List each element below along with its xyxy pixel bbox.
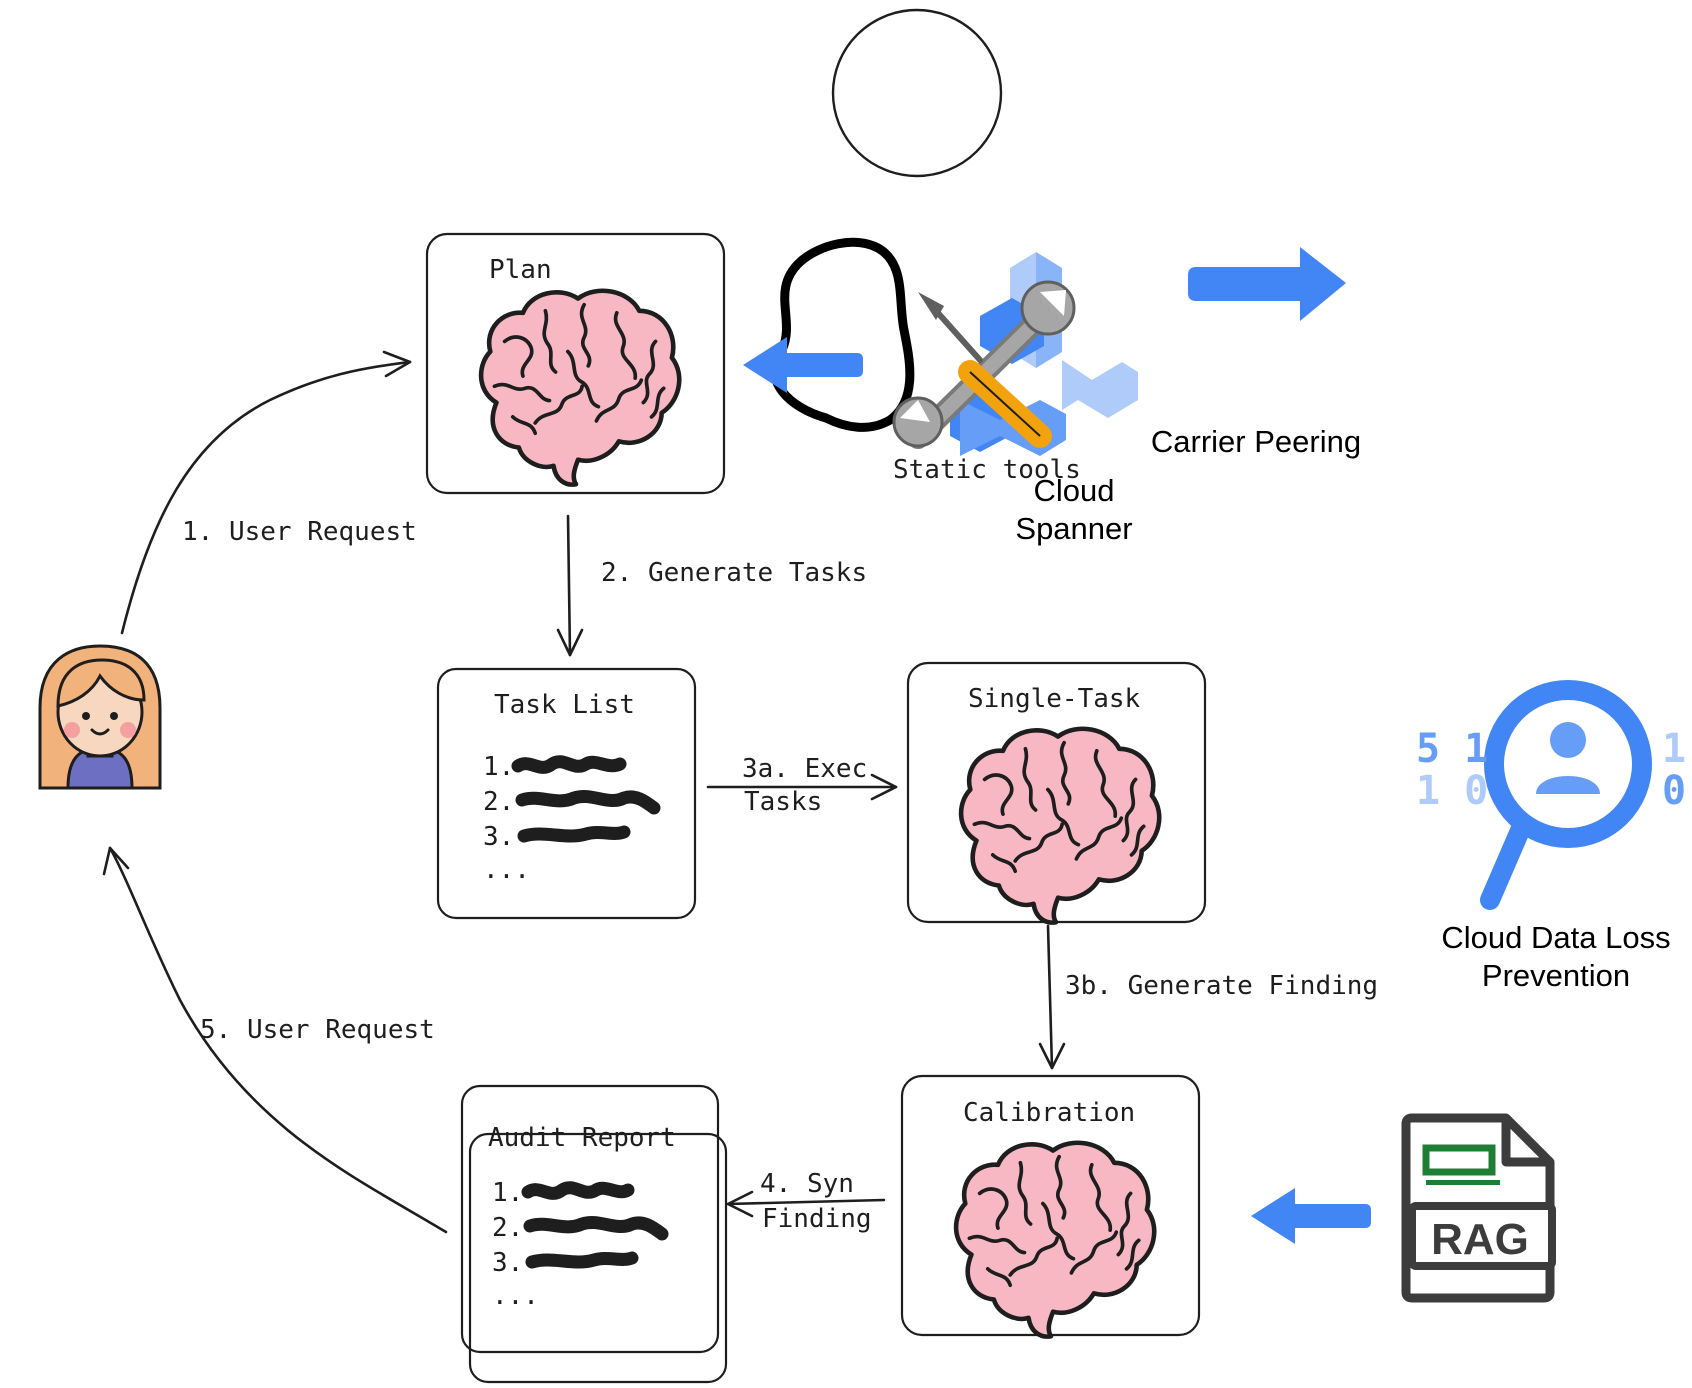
- label-user-request-1: 1. User Request: [182, 517, 417, 547]
- redacted-line: [523, 1216, 669, 1241]
- static-tools-label: Static tools: [893, 455, 1081, 485]
- decorative-circle: [831, 8, 1003, 178]
- list-number: 3.: [483, 822, 514, 852]
- label-syn-finding-line1: 4. Syn: [760, 1169, 854, 1199]
- label-exec-tasks-line1: 3a. Exec: [742, 754, 867, 784]
- dlp-label-line2: Prevention: [1482, 958, 1630, 993]
- arrow-calibration-to-audit-report: [726, 1198, 886, 1206]
- list-number: 3.: [492, 1248, 523, 1278]
- dlp-bits: 1: [1662, 726, 1686, 772]
- arrow-single-task-to-calibration: [1046, 924, 1054, 1070]
- blue-arrow-left-to-calibration: [1251, 1188, 1371, 1244]
- arrowhead: [382, 350, 412, 378]
- redacted-line: [511, 755, 627, 774]
- list-number: 1.: [483, 752, 514, 782]
- arrowhead: [1038, 1042, 1066, 1070]
- calibration-node: Calibration: [900, 1074, 1201, 1337]
- redacted-line: [521, 1181, 635, 1200]
- arrow-plan-to-task-list: [566, 514, 572, 657]
- arrowhead: [102, 846, 130, 876]
- carrier-peering-icon: [1188, 247, 1346, 321]
- audit-report-node: Audit Report 1. 2. 3. ...: [460, 1084, 728, 1384]
- task-list-title: Task List: [494, 690, 635, 720]
- label-exec-tasks-line2: Tasks: [744, 787, 822, 817]
- arrowhead: [556, 628, 584, 657]
- user-avatar: [38, 644, 162, 790]
- arrowhead: [870, 773, 898, 801]
- tools-icon: [892, 280, 1076, 449]
- arrow-user-to-plan: [120, 360, 412, 635]
- dlp-bits: 0: [1662, 768, 1686, 814]
- plan-title: Plan: [489, 255, 552, 285]
- arrowhead: [726, 1190, 754, 1218]
- single-task-node: Single-Task: [906, 661, 1207, 923]
- label-generate-finding: 3b. Generate Finding: [1065, 971, 1378, 1001]
- blue-arrow-left-to-plan: [743, 337, 863, 393]
- list-number: 2.: [483, 787, 514, 817]
- dlp-label-line1: Cloud Data Loss: [1441, 920, 1670, 955]
- cloud-spanner-label-line2: Spanner: [1015, 511, 1132, 546]
- rag-label: RAG: [1431, 1215, 1529, 1264]
- redacted-line: [517, 825, 631, 843]
- dlp-bits: 5 1: [1416, 726, 1488, 772]
- cloud-spanner-label-line1: Cloud: [1034, 473, 1115, 508]
- list-number: 1.: [492, 1178, 523, 1208]
- cloud-dlp-icon: 5 1 1 0 1 0: [1416, 680, 1686, 910]
- list-more: ...: [492, 1281, 539, 1311]
- loop-connector: [770, 237, 915, 432]
- carrier-peering-label: Carrier Peering: [1151, 424, 1361, 459]
- dlp-bits: 1 0: [1416, 768, 1488, 814]
- list-more: ...: [483, 855, 530, 885]
- label-user-request-5: 5. User Request: [200, 1015, 435, 1045]
- arrow-audit-report-to-user: [108, 846, 448, 1234]
- audit-report-title: Audit Report: [488, 1123, 676, 1153]
- label-syn-finding-line2: Finding: [762, 1204, 872, 1234]
- redacted-line: [515, 790, 661, 815]
- single-task-title: Single-Task: [968, 684, 1141, 714]
- calibration-title: Calibration: [963, 1098, 1135, 1128]
- label-generate-tasks: 2. Generate Tasks: [601, 558, 867, 588]
- redacted-line: [525, 1251, 639, 1269]
- task-list-node: Task List 1. 2. 3. ...: [436, 667, 697, 920]
- rag-document-icon: RAG: [1401, 1113, 1556, 1303]
- list-number: 2.: [492, 1213, 523, 1243]
- plan-node: Plan: [425, 232, 726, 495]
